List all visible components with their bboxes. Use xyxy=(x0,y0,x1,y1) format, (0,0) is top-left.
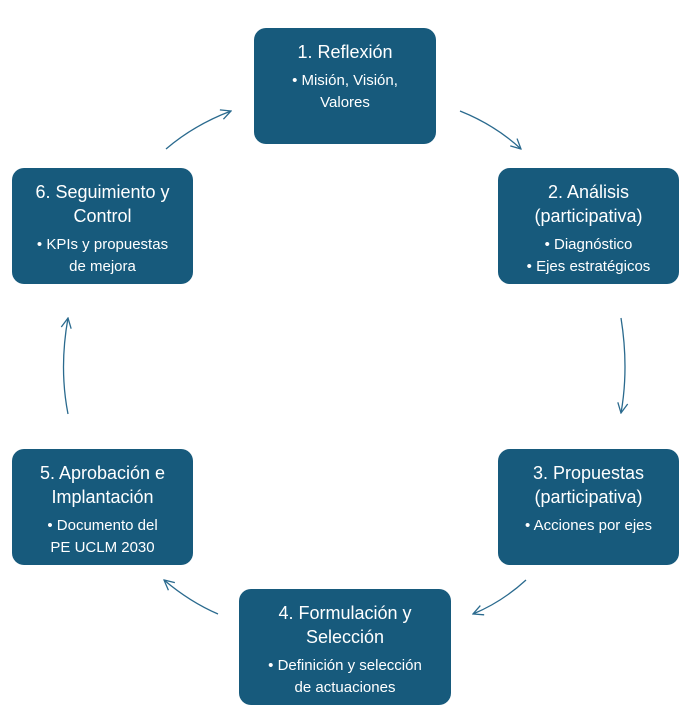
step-3-propuestas: 3. Propuestas (participativa) • Acciones… xyxy=(498,449,679,565)
step-5-bullet-line-1: • Documento del xyxy=(47,517,158,534)
arrow-4-to-5 xyxy=(164,580,219,615)
step-1-title: 1. Reflexión xyxy=(297,42,393,62)
step-2-bullets: • Diagnóstico • Ejes estratégicos xyxy=(506,234,671,278)
step-6-subtitle: Control xyxy=(73,206,132,226)
step-4-bullet-line-1: • Definición y selección xyxy=(268,657,422,674)
step-6-title: 6. Seguimiento y xyxy=(35,182,170,202)
step-1-bullet-line-1: • Misión, Visión, xyxy=(292,72,398,89)
step-5-bullets: • Documento del PE UCLM 2030 xyxy=(20,515,185,559)
step-1-bullet-line-2: Valores xyxy=(320,94,370,111)
step-6-seguimiento: 6. Seguimiento y Control • KPIs y propue… xyxy=(12,168,193,284)
arrow-5-to-6 xyxy=(64,318,69,415)
arrow-2-to-3 xyxy=(621,317,625,413)
step-6-bullet-line-2: de mejora xyxy=(69,258,136,275)
step-2-bullet-1: • Diagnóstico xyxy=(544,236,633,253)
step-4-bullets: • Definición y selección de actuaciones xyxy=(247,655,443,699)
step-3-title: 3. Propuestas xyxy=(532,463,645,483)
step-5-title: 5. Aprobación e xyxy=(39,463,166,483)
arrow-3-to-4 xyxy=(473,579,527,614)
step-1-bullets: • Misión, Visión, Valores xyxy=(262,70,428,114)
step-3-bullet-1: • Acciones por ejes xyxy=(525,517,652,534)
step-2-analisis: 2. Análisis (participativa) • Diagnóstic… xyxy=(498,168,679,284)
arrow-1-to-2 xyxy=(459,110,521,149)
step-5-bullet-line-2: PE UCLM 2030 xyxy=(50,539,155,556)
step-3-subtitle: (participativa) xyxy=(534,487,643,507)
arrow-6-to-1 xyxy=(165,111,231,150)
step-4-formulacion: 4. Formulación y Selección • Definición … xyxy=(239,589,451,705)
step-1-reflexion: 1. Reflexión • Misión, Visión, Valores xyxy=(254,28,436,144)
step-3-bullets: • Acciones por ejes xyxy=(506,515,671,537)
step-6-bullets: • KPIs y propuestas de mejora xyxy=(20,234,185,278)
step-5-aprobacion: 5. Aprobación e Implantación • Documento… xyxy=(12,449,193,565)
step-2-subtitle: (participativa) xyxy=(534,206,643,226)
step-2-title: 2. Análisis xyxy=(547,182,630,202)
step-4-subtitle: Selección xyxy=(305,627,385,647)
step-2-bullet-2: • Ejes estratégicos xyxy=(526,258,651,275)
step-4-title: 4. Formulación y xyxy=(278,603,412,623)
step-4-bullet-line-2: de actuaciones xyxy=(294,679,396,696)
step-6-bullet-line-1: • KPIs y propuestas xyxy=(36,236,169,253)
step-5-subtitle: Implantación xyxy=(51,487,154,507)
